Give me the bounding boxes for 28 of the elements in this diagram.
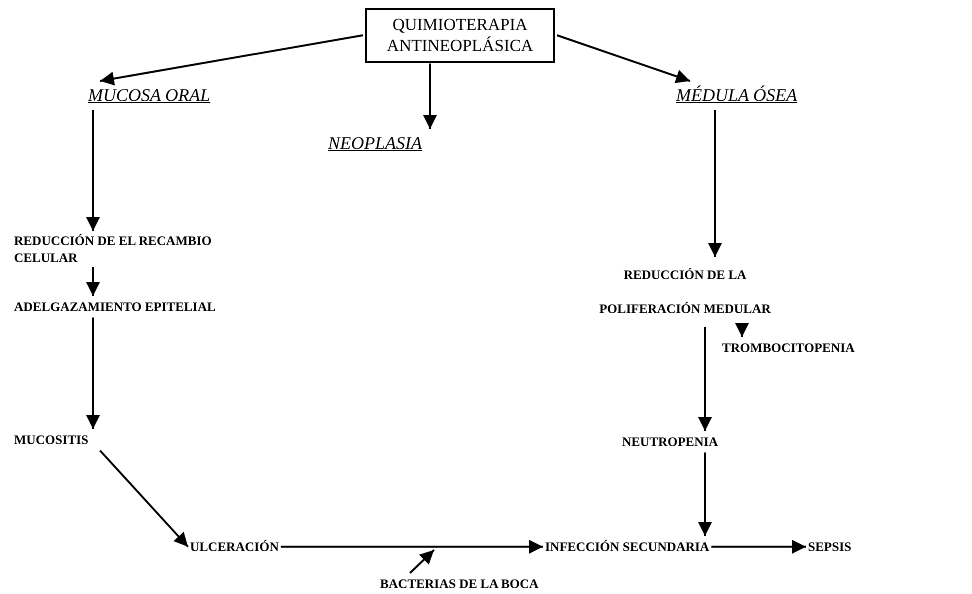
arrow (86, 318, 100, 429)
arrow (711, 540, 806, 554)
step-text: SEPSIS (808, 537, 852, 556)
arrow (86, 267, 100, 296)
step-text: INFECCIÓN SECUNDARIA (545, 537, 710, 556)
heading-text: NEOPLASIA (328, 130, 422, 157)
arrow (86, 110, 100, 231)
arrow (735, 323, 749, 337)
arrow (698, 327, 712, 431)
arrow (99, 450, 189, 548)
step-text: MUCOSITIS (14, 430, 88, 450)
step-text: ADELGAZAMIENTO EPITELIAL (14, 297, 216, 316)
arrow (280, 540, 543, 554)
arrow (409, 549, 435, 574)
step-text: BACTERIAS DE LA BOCA (380, 574, 539, 594)
arrow (708, 110, 722, 257)
step-text: TROMBOCITOPENIA (722, 338, 855, 358)
process-box: QUIMIOTERAPIA ANTINEOPLÁSICA (365, 8, 555, 62)
arrow (556, 34, 690, 84)
step-text: ULCERACIÓN (190, 537, 279, 556)
step-text: NEUTROPENIA (622, 432, 718, 452)
step-text: REDUCCIÓN DE LA POLIFERACIÓN MEDULAR (575, 258, 795, 326)
step-text: REDUCCIÓN DE EL RECAMBIO CELULAR (14, 232, 244, 266)
arrow (698, 452, 712, 536)
arrow (100, 34, 364, 86)
arrow (423, 64, 437, 129)
heading-text: MÉDULA ÓSEA (676, 82, 798, 109)
heading-text: MUCOSA ORAL (88, 82, 210, 109)
